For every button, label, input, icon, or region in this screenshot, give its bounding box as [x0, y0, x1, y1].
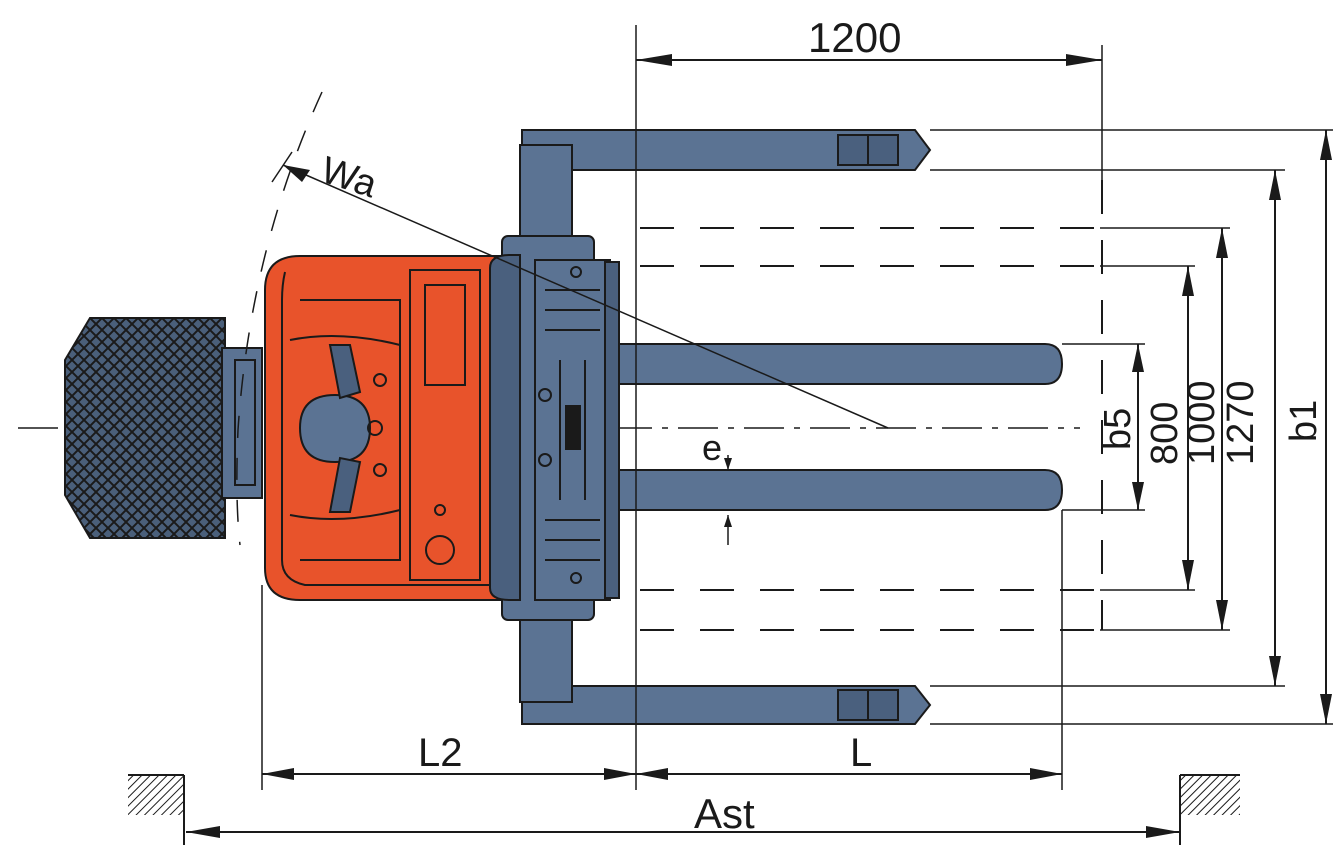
dimension-1270: 1270 [1220, 170, 1281, 686]
svg-text:L: L [850, 731, 872, 775]
svg-text:1270: 1270 [1220, 380, 1262, 465]
dimension-ast: Ast [186, 790, 1180, 838]
dimension-l: L [636, 510, 1063, 790]
dimension-1200: 1200 [635, 14, 1103, 790]
pallet-outline [640, 180, 1103, 631]
wa-radius-line [282, 164, 889, 429]
mast-assembly [489, 235, 620, 621]
tiller-head [64, 317, 263, 539]
straddle-leg-bottom [521, 685, 932, 725]
svg-text:b5: b5 [1097, 408, 1139, 450]
dimension-l2: L2 [261, 585, 636, 790]
wall-right [1179, 774, 1240, 845]
leg-upright-top [519, 144, 573, 246]
dimension-800: 800 [1144, 266, 1194, 590]
steering-handle [298, 344, 383, 513]
svg-text:1200: 1200 [808, 14, 901, 61]
svg-text:b1: b1 [1283, 400, 1325, 442]
svg-text:800: 800 [1144, 402, 1186, 465]
dimension-e: e [702, 427, 732, 545]
truck-body [264, 255, 511, 601]
wa-label: Wa [316, 149, 383, 206]
dimension-b5: b5 [1097, 344, 1144, 510]
svg-text:L2: L2 [418, 731, 463, 775]
leg-upright-bottom [519, 611, 573, 703]
svg-text:1000: 1000 [1181, 380, 1223, 465]
fork-lower [614, 469, 1064, 511]
svg-text:Ast: Ast [694, 790, 755, 837]
wall-left [128, 774, 185, 845]
fork-upper [614, 343, 1064, 385]
dimension-1000: 1000 [1181, 228, 1228, 630]
straddle-leg-top [521, 129, 932, 171]
svg-text:e: e [702, 427, 722, 468]
dimension-b1: b1 [1283, 130, 1332, 724]
right-extension-lines [930, 129, 1333, 725]
